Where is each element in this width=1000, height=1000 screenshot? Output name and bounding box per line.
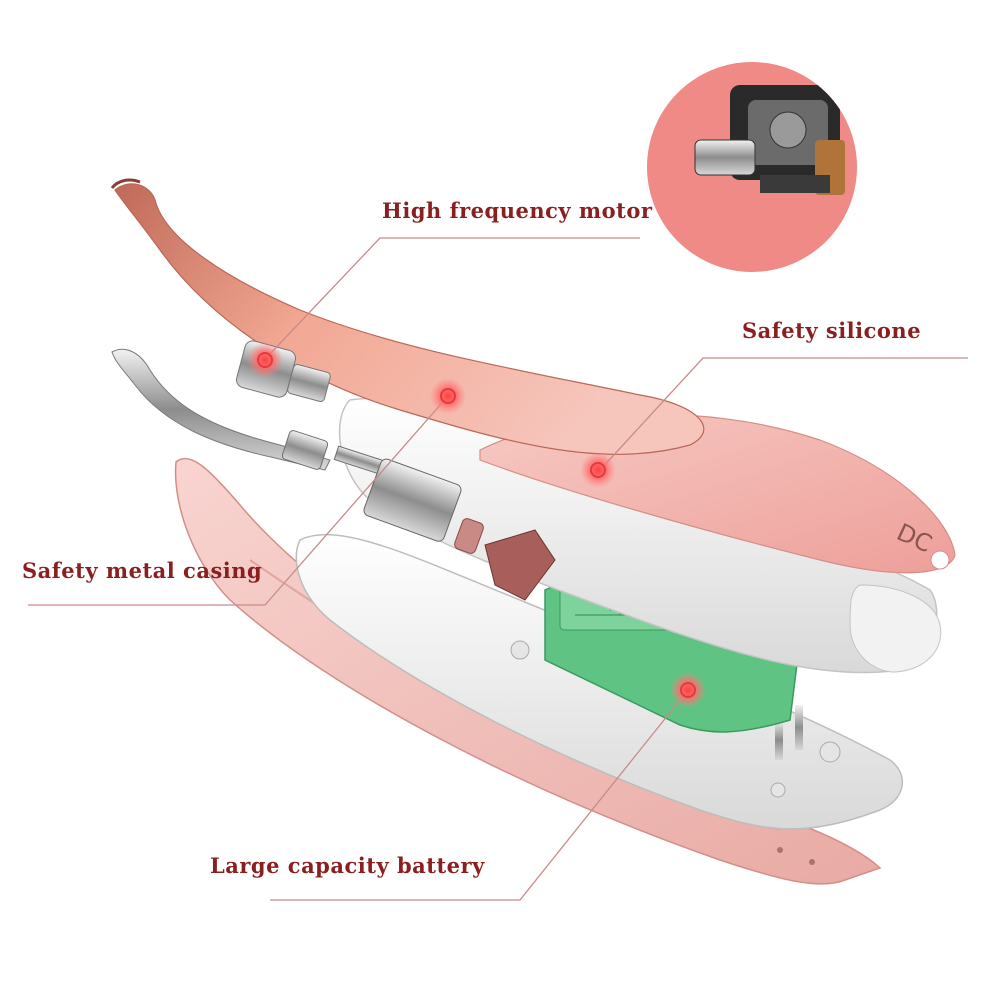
label-safety-silicone: Safety silicone — [742, 318, 922, 343]
label-large-capacity-battery: Large capacity battery — [210, 853, 485, 878]
motor-mount — [363, 458, 556, 601]
hotspot-silicone — [580, 452, 616, 488]
hotspots — [247, 342, 706, 708]
hotspot-motor — [247, 342, 283, 378]
leader-motor — [267, 237, 640, 357]
silicone-tip — [110, 178, 705, 455]
label-safety-metal-casing: Safety metal casing — [22, 558, 263, 583]
leader-silicone — [599, 357, 968, 471]
motor-inset — [647, 62, 857, 272]
leader-lines — [28, 237, 968, 901]
hotspot-battery — [670, 672, 706, 708]
metal-probe — [111, 348, 397, 479]
hotspot-metal — [430, 378, 466, 414]
leader-metal — [28, 395, 449, 606]
leader-battery — [270, 689, 689, 901]
label-high-frequency-motor: High frequency motor — [382, 198, 653, 223]
